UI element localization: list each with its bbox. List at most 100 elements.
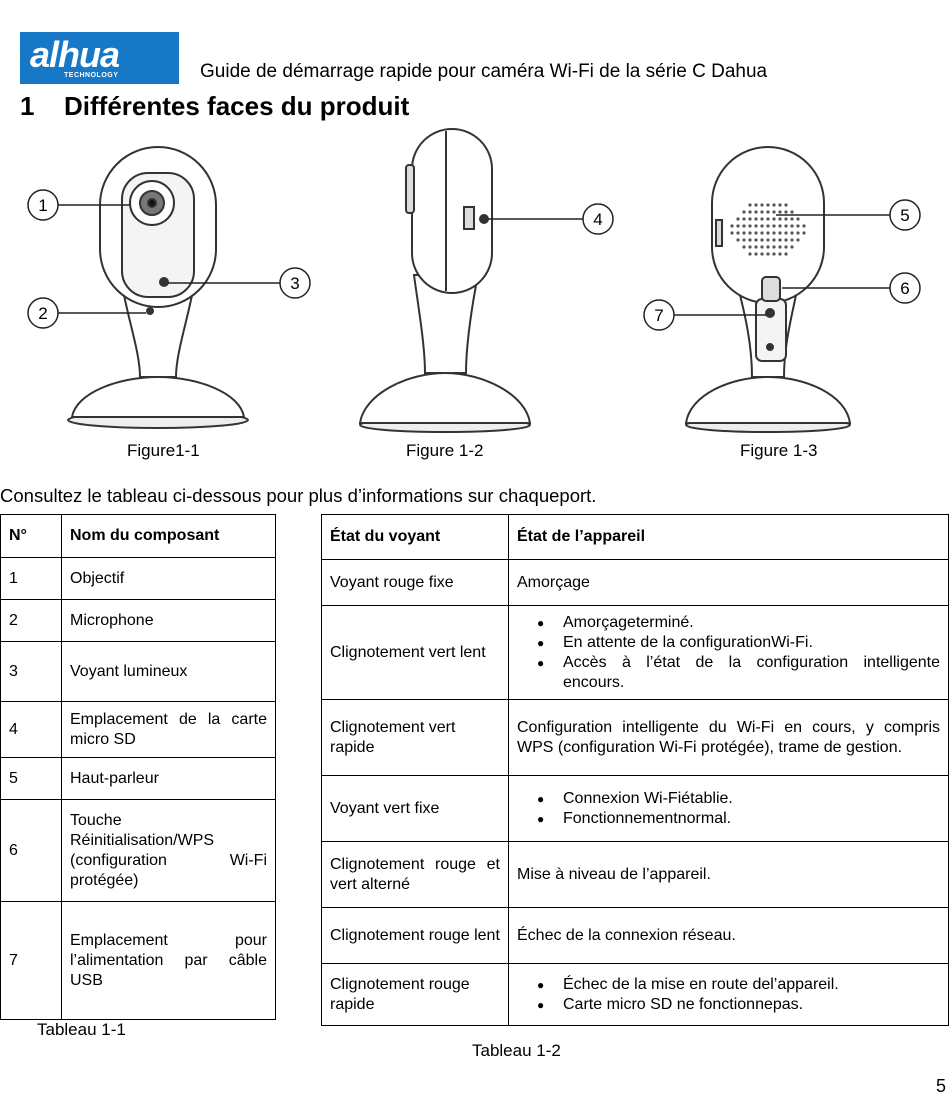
grille-dot <box>736 238 740 242</box>
grille-dot <box>766 224 770 228</box>
grille-dot <box>784 231 788 235</box>
table-row: Clignotement vert lent Amorçageterminé. … <box>321 605 949 700</box>
grille-dot <box>754 252 758 256</box>
grille-dot <box>766 210 770 214</box>
grille-dot <box>754 203 758 207</box>
figure-caption-3: Figure 1-3 <box>740 441 818 460</box>
grille-dot <box>754 224 758 228</box>
grille-dot <box>766 245 770 249</box>
grille-dot <box>790 238 794 242</box>
table-row: Voyant vert fixe Connexion Wi-Fiétablie.… <box>321 775 949 842</box>
led-status-table: État du voyant État de l’appareil Voyant… <box>321 514 949 1026</box>
list-item: Amorçageterminé. <box>537 613 940 633</box>
grille-dot <box>796 224 800 228</box>
figure-caption-1: Figure1-1 <box>127 441 200 460</box>
grille-dot <box>748 203 752 207</box>
dahua-logo: alhua TECHNOLOGY <box>20 32 179 84</box>
table-header-row: État du voyant État de l’appareil <box>321 514 949 560</box>
grille-dot <box>772 231 776 235</box>
list-item: En attente de la configurationWi-Fi. <box>537 633 940 653</box>
grille-dot <box>778 245 782 249</box>
led-state: Clignotement rouge et vert alterné <box>321 841 509 908</box>
callout-4: 4 <box>593 210 602 229</box>
product-figures: 1 2 3 4 5 6 7 <box>27 128 921 433</box>
grille-dot <box>778 224 782 228</box>
section-number: 1 <box>20 91 35 121</box>
component-name: Microphone <box>61 599 276 642</box>
grille-dot <box>760 238 764 242</box>
column-header-component: Nom du composant <box>61 514 276 558</box>
grille-dot <box>772 210 776 214</box>
grille-dot <box>748 231 752 235</box>
table-row: Clignotement rouge rapide Échec de la mi… <box>321 963 949 1026</box>
logo-tagline: TECHNOLOGY <box>64 72 119 79</box>
grille-dot <box>772 252 776 256</box>
grille-dot <box>778 252 782 256</box>
grille-dot <box>748 217 752 221</box>
figure-caption-2: Figure 1-2 <box>406 441 484 460</box>
grille-dot <box>754 245 758 249</box>
grille-dot <box>766 203 770 207</box>
led-state: Voyant vert fixe <box>321 775 509 842</box>
grille-dot <box>760 245 764 249</box>
table-row: 5 Haut-parleur <box>0 757 276 800</box>
callout-2: 2 <box>38 304 47 323</box>
grille-dot <box>766 217 770 221</box>
grille-dot <box>736 224 740 228</box>
component-number: 1 <box>0 557 62 600</box>
grille-dot <box>754 217 758 221</box>
table-row: Clignotement vert rapide Configuration i… <box>321 699 949 776</box>
table-row: 1 Objectif <box>0 557 276 600</box>
grille-dot <box>796 231 800 235</box>
component-name: Touche Réinitialisation/WPS (configurati… <box>61 799 276 902</box>
list-item: Carte micro SD ne fonctionnepas. <box>537 995 940 1015</box>
grille-dot <box>790 210 794 214</box>
grille-dot <box>760 224 764 228</box>
component-name: Haut-parleur <box>61 757 276 800</box>
table-row: Clignotement rouge lent Échec de la conn… <box>321 907 949 964</box>
grille-dot <box>772 245 776 249</box>
grille-dot <box>760 217 764 221</box>
grille-dot <box>754 238 758 242</box>
page-number: 5 <box>936 1076 947 1096</box>
component-number: 7 <box>0 901 62 1020</box>
grille-dot <box>760 203 764 207</box>
grille-dot <box>772 217 776 221</box>
list-item: Échec de la mise en route del’appareil. <box>537 975 940 995</box>
grille-dot <box>802 231 806 235</box>
callout-7: 7 <box>654 306 663 325</box>
component-number: 5 <box>0 757 62 800</box>
camera-front-illustration <box>67 146 249 429</box>
grille-dot <box>742 210 746 214</box>
table-row: 6 Touche Réinitialisation/WPS (configura… <box>0 799 276 902</box>
grille-dot <box>790 217 794 221</box>
column-header-led: État du voyant <box>321 514 509 560</box>
grille-dot <box>778 238 782 242</box>
device-state: Échec de la mise en route del’appareil. … <box>508 963 949 1026</box>
component-number: 3 <box>0 641 62 702</box>
component-number: 4 <box>0 701 62 758</box>
grille-dot <box>736 231 740 235</box>
grille-dot <box>796 217 800 221</box>
component-name: Objectif <box>61 557 276 600</box>
grille-dot <box>772 224 776 228</box>
column-header-device-state: État de l’appareil <box>508 514 949 560</box>
grille-dot <box>802 224 806 228</box>
led-state: Clignotement vert rapide <box>321 699 509 776</box>
component-name: Emplacement de la carte micro SD <box>61 701 276 758</box>
grille-dot <box>766 231 770 235</box>
grille-dot <box>748 252 752 256</box>
device-state: Amorçageterminé. En attente de la config… <box>508 605 949 700</box>
speaker-grille <box>730 203 806 256</box>
grille-dot <box>742 231 746 235</box>
table-caption-1: Tableau 1-1 <box>37 1020 126 1039</box>
component-name: Voyant lumineux <box>61 641 276 702</box>
grille-dot <box>742 245 746 249</box>
callout-6: 6 <box>900 279 909 298</box>
device-state: Amorçage <box>508 559 949 606</box>
grille-dot <box>784 238 788 242</box>
component-number: 6 <box>0 799 62 902</box>
column-header-number: N° <box>0 514 62 558</box>
led-state: Voyant rouge fixe <box>321 559 509 606</box>
